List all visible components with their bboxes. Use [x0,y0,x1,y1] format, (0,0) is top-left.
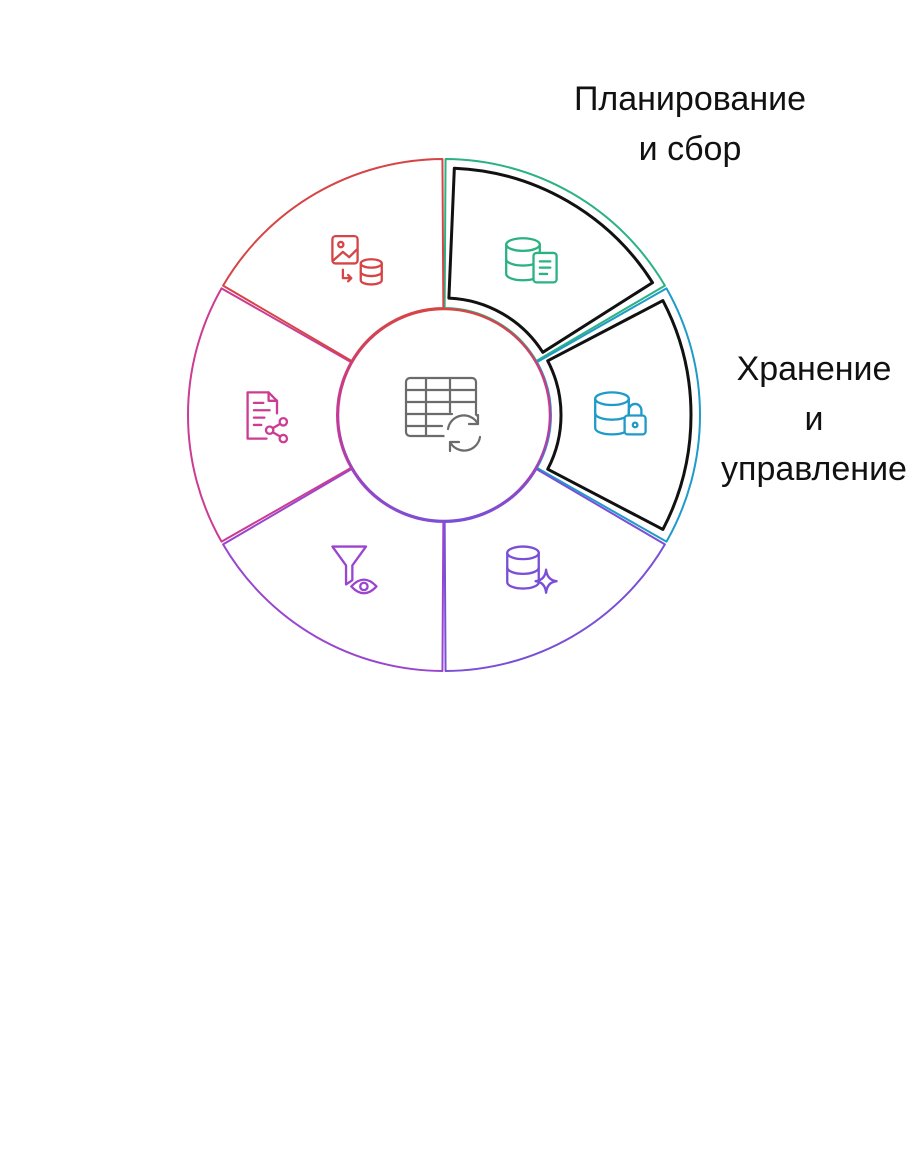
segment-label-line: Планирование [573,80,807,118]
image-to-database-icon [331,234,383,286]
filter-eye-icon [331,545,378,595]
segment-label-line: и сбор [638,130,742,168]
segment-highlight-border [546,299,693,531]
document-share-icon [246,391,289,444]
segment-label-planning: Планирование и сбор [540,74,840,174]
table-sync-icon [404,376,484,453]
segment-label-line: управление [721,450,907,488]
database-sparkle-icon [506,545,558,594]
segment-label-storage: Хранение и управление [706,344,922,494]
segment-storage [535,287,701,543]
segment-highlight-border [447,166,655,354]
segment-label-line: и [804,400,824,438]
segment-label-line: Хранение [736,350,892,388]
database-lock-icon [594,391,647,436]
database-document-icon [505,237,558,284]
